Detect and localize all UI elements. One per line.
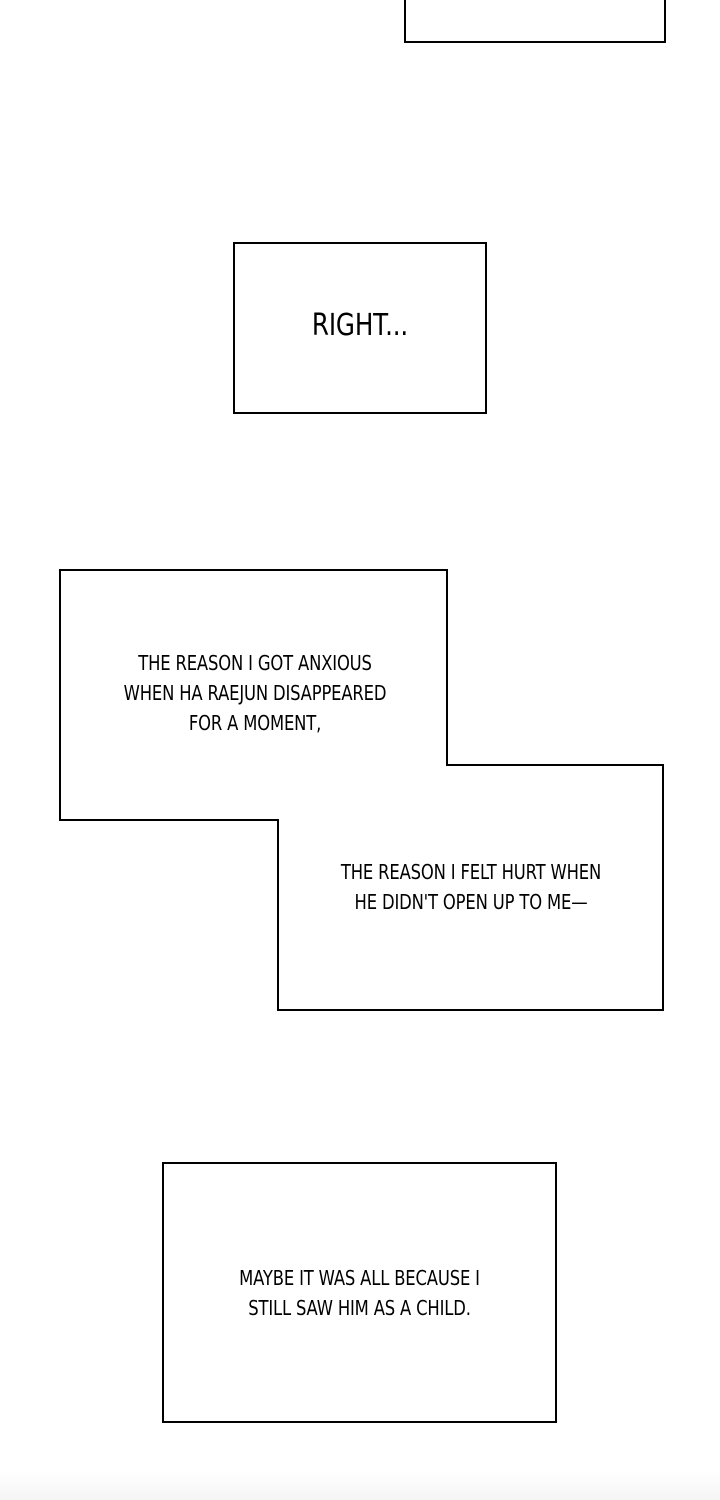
caption-right-text: Right... — [311, 308, 409, 343]
page-bottom-fade — [0, 1470, 720, 1500]
caption-reason-anxious-text: The reason I got anxious when Ha Raejun … — [123, 651, 387, 735]
stepped-caption-outline — [59, 569, 664, 1011]
caption-box-right — [233, 242, 487, 414]
caption-reason-hurt-text: The reason I felt hurt when he didn't op… — [340, 860, 602, 914]
caption-box-top-partial — [404, 0, 666, 43]
caption-box-maybe — [162, 1162, 557, 1423]
caption-maybe-text: Maybe it was all because I still saw him… — [239, 1266, 480, 1320]
